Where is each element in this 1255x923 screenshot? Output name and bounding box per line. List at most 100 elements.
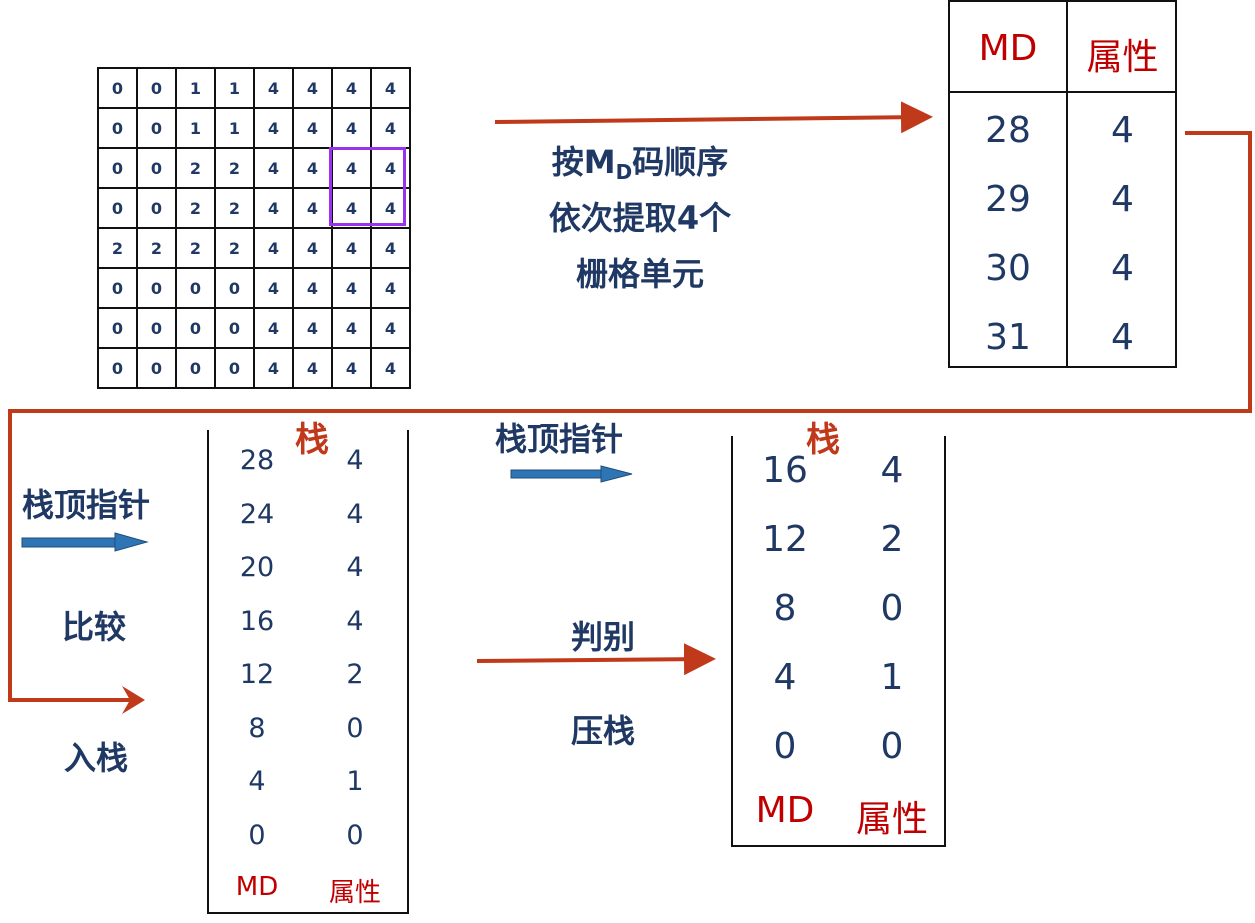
stack2-footer-attr: 属性 xyxy=(855,799,928,840)
stack2-footer-md: MD xyxy=(755,790,815,831)
grid-cell: 4 xyxy=(253,307,294,349)
grid-cell: 4 xyxy=(253,227,294,269)
grid-cell: 4 xyxy=(292,67,333,109)
grid-cell: 4 xyxy=(292,347,333,389)
grid-cell: 4 xyxy=(253,67,294,109)
grid-cell: 2 xyxy=(175,227,216,269)
table-column-divider xyxy=(1066,2,1068,366)
middle-pointer-arrow xyxy=(510,465,633,483)
grid-cell: 0 xyxy=(136,147,177,189)
stack1-footer-md: MD xyxy=(235,872,279,902)
stack1-attr-value: 2 xyxy=(346,659,364,690)
grid-cell: 4 xyxy=(331,307,372,349)
table-attr-value: 4 xyxy=(1111,179,1134,220)
grid-highlight-box xyxy=(329,147,406,226)
stack1-attr-value: 0 xyxy=(346,712,364,744)
grid-cell: 0 xyxy=(136,187,177,229)
table-md-value: 29 xyxy=(985,179,1031,220)
table-md-value: 31 xyxy=(985,317,1031,358)
stack1-footer-attr: 属性 xyxy=(328,878,381,908)
extract-label-line2: 依次提取4个 xyxy=(548,199,732,237)
stack1-md-value: 16 xyxy=(239,605,275,637)
left-pointer-arrow xyxy=(21,532,149,552)
grid-cell: 4 xyxy=(370,67,411,109)
grid-cell: 0 xyxy=(214,267,255,309)
grid-cell: 0 xyxy=(136,267,177,309)
table-md-value: 30 xyxy=(985,248,1031,289)
grid-cell: 0 xyxy=(97,187,138,229)
grid-cell: 4 xyxy=(292,227,333,269)
extract-label-line1: 按MD码顺序 xyxy=(551,143,729,184)
stack2-attr-value: 4 xyxy=(880,450,904,491)
grid-cell: 0 xyxy=(214,307,255,349)
extract-label-line3: 栅格单元 xyxy=(575,255,704,293)
stack1-attr-value: 4 xyxy=(346,552,364,583)
middle-top-pointer-label: 栈顶指针 xyxy=(495,420,624,458)
grid-cell: 4 xyxy=(370,267,411,309)
stack1-attr-value: 1 xyxy=(346,766,364,797)
grid-cell: 0 xyxy=(97,267,138,309)
grid-cell: 2 xyxy=(214,187,255,229)
grid-cell: 0 xyxy=(97,347,138,389)
stack2-md-value: 16 xyxy=(762,450,808,491)
grid-cell: 4 xyxy=(253,347,294,389)
table-attr-value: 4 xyxy=(1111,248,1134,289)
grid-cell: 0 xyxy=(136,347,177,389)
grid-cell: 1 xyxy=(214,107,255,149)
stack2-attr-value: 0 xyxy=(880,726,904,767)
grid-cell: 1 xyxy=(175,107,216,149)
grid-cell: 2 xyxy=(97,227,138,269)
grid-cell: 4 xyxy=(253,187,294,229)
grid-cell: 1 xyxy=(175,67,216,109)
table-header-divider xyxy=(950,91,1175,93)
table-attr-value: 4 xyxy=(1111,110,1134,151)
stack1-attr-value: 4 xyxy=(346,498,364,530)
grid-cell: 0 xyxy=(97,307,138,349)
grid-cell: 0 xyxy=(214,347,255,389)
grid-cell: 0 xyxy=(97,107,138,149)
grid-cell: 4 xyxy=(331,267,372,309)
grid-cell: 4 xyxy=(331,107,372,149)
stack2-attr-value: 1 xyxy=(880,657,904,698)
stack2-title: 栈 xyxy=(806,420,840,460)
stack1-md-value: 12 xyxy=(239,659,275,690)
stack2-md-value: 4 xyxy=(773,657,797,698)
stack1-title: 栈 xyxy=(295,420,329,460)
stack1-md-value: 8 xyxy=(248,712,266,744)
grid-cell: 4 xyxy=(292,107,333,149)
left-top-pointer-label: 栈顶指针 xyxy=(22,486,151,524)
grid-cell: 2 xyxy=(175,187,216,229)
grid-cell: 0 xyxy=(175,267,216,309)
stack2-md-value: 12 xyxy=(762,519,808,560)
grid-cell: 4 xyxy=(370,347,411,389)
stack2-attr-value: 2 xyxy=(880,519,904,560)
extract-arrow xyxy=(494,101,933,134)
stack1-attr-value: 0 xyxy=(346,819,364,851)
grid-cell: 4 xyxy=(370,107,411,149)
stack1-md-value: 4 xyxy=(248,766,266,797)
table-header-md: MD xyxy=(978,28,1038,69)
grid-cell: 0 xyxy=(175,307,216,349)
loop-connector xyxy=(8,131,1252,702)
grid-cell: 4 xyxy=(253,267,294,309)
grid-cell: 0 xyxy=(136,67,177,109)
grid-cell: 4 xyxy=(253,147,294,189)
stack1-md-value: 20 xyxy=(239,552,275,583)
grid-cell: 4 xyxy=(292,187,333,229)
grid-cell: 2 xyxy=(214,147,255,189)
grid-cell: 4 xyxy=(370,227,411,269)
push-in-label: 入栈 xyxy=(64,739,129,777)
table-attr-value: 4 xyxy=(1111,317,1134,358)
grid-cell: 4 xyxy=(292,147,333,189)
